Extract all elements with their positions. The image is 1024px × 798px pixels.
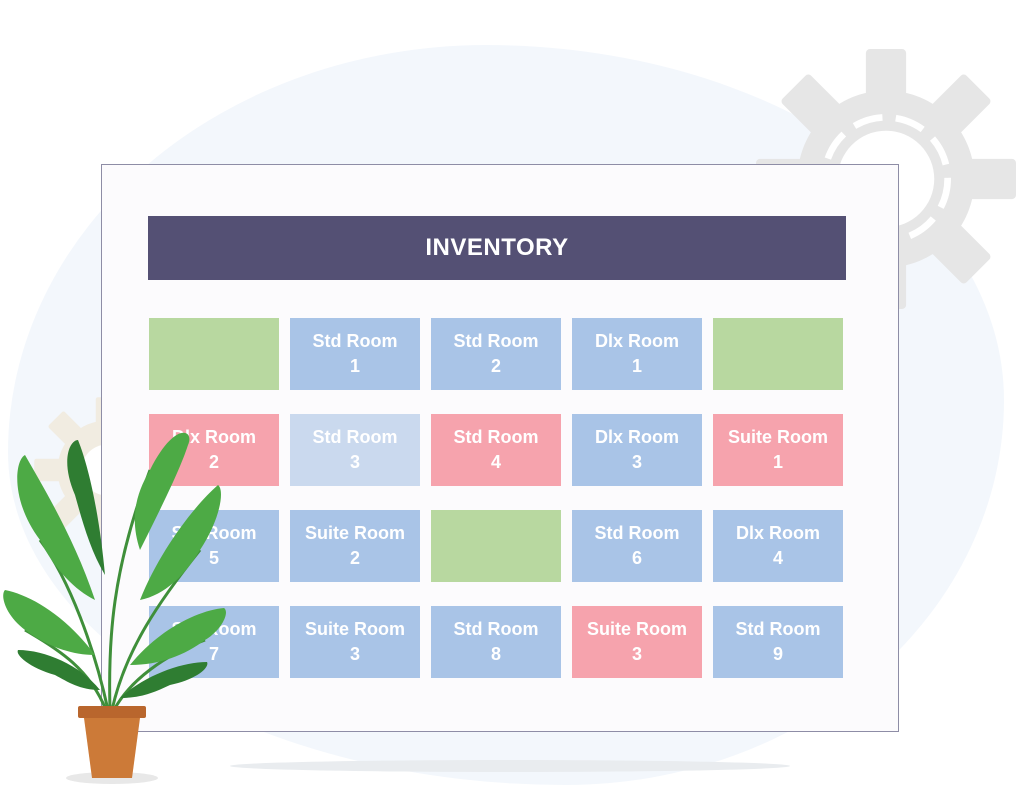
potted-plant-icon: [3, 432, 226, 784]
room-label: Std Room 6: [594, 523, 680, 568]
room-cell: Dlx Room 1: [572, 318, 702, 390]
room-cell: Std Room 3: [290, 414, 420, 486]
room-label: Suite Room 1: [727, 427, 828, 472]
room-label: Suite Room 3: [304, 619, 405, 664]
room-cell: Std Room 6: [572, 510, 702, 582]
room-cell: [431, 510, 561, 582]
room-label: Std Room 9: [735, 619, 821, 664]
room-cell: Suite Room 1: [713, 414, 843, 486]
room-label: Std Room 8: [453, 619, 539, 664]
board-shadow: [230, 760, 790, 772]
room-label: Suite Room 2: [304, 523, 405, 568]
room-label: Dlx Room 4: [735, 523, 820, 568]
room-cell: Suite Room 3: [572, 606, 702, 678]
room-cell: [149, 318, 279, 390]
room-cell: [713, 318, 843, 390]
room-cell: Std Room 9: [713, 606, 843, 678]
room-cell: Dlx Room 4: [713, 510, 843, 582]
room-label: Dlx Room 1: [594, 331, 679, 376]
room-label: Std Room 3: [312, 427, 398, 472]
inventory-title: INVENTORY: [148, 216, 846, 280]
room-label: Suite Room 3: [586, 619, 687, 664]
room-label: Dlx Room 3: [594, 427, 679, 472]
room-cell: Std Room 4: [431, 414, 561, 486]
room-label: Std Room 4: [453, 427, 539, 472]
room-label: Std Room 2: [453, 331, 539, 376]
room-cell: Suite Room 2: [290, 510, 420, 582]
room-cell: Std Room 1: [290, 318, 420, 390]
room-cell: Std Room 8: [431, 606, 561, 678]
room-cell: Suite Room 3: [290, 606, 420, 678]
room-cell: Dlx Room 3: [572, 414, 702, 486]
room-label: Std Room 1: [312, 331, 398, 376]
inventory-board: INVENTORY Std Room 1 Std Room 2 Dlx Room 1…: [101, 164, 899, 732]
room-cell: Std Room 2: [431, 318, 561, 390]
